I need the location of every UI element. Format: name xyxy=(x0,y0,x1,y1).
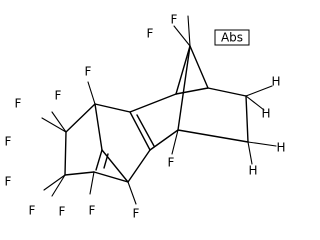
molecule-diagram: F F Abs F F F F F F F F F F H H H H xyxy=(5,13,286,221)
bond xyxy=(127,149,151,183)
atom-label-h: H xyxy=(271,75,280,89)
bond xyxy=(64,171,95,176)
bond xyxy=(187,15,191,47)
bond xyxy=(103,153,109,169)
bond xyxy=(129,93,177,113)
atom-label-f: F xyxy=(15,97,22,111)
atom-label-f: F xyxy=(89,204,96,218)
atom-label-f: F xyxy=(29,204,36,218)
bond xyxy=(51,174,66,197)
abs-stereo-label: Abs xyxy=(221,31,243,45)
bond xyxy=(129,111,151,151)
atom-label-f: F xyxy=(147,27,154,41)
bond xyxy=(64,131,67,176)
atom-label-f: F xyxy=(133,207,140,221)
bond xyxy=(65,103,96,133)
atom-label-f: F xyxy=(85,65,92,79)
bond xyxy=(175,87,209,95)
atom-label-f: F xyxy=(168,156,175,170)
bond xyxy=(87,81,96,105)
bond xyxy=(136,114,155,147)
bond xyxy=(51,111,67,133)
bond xyxy=(93,171,129,183)
bond xyxy=(245,85,273,97)
bond xyxy=(149,129,179,151)
bond xyxy=(171,129,179,155)
bond xyxy=(177,129,249,143)
atom-label-h: H xyxy=(261,107,270,121)
atom-label-f: F xyxy=(171,13,178,27)
atom-label-h: H xyxy=(276,141,285,155)
atom-labels: F F Abs F F F F F F F F F F H H H H xyxy=(5,13,286,221)
bond xyxy=(41,117,67,133)
bond-lines xyxy=(41,15,277,205)
bond xyxy=(43,174,66,191)
bond xyxy=(245,95,265,111)
atom-label-f: F xyxy=(5,175,12,189)
atom-label-h: H xyxy=(248,164,257,178)
bond xyxy=(127,181,137,205)
bond xyxy=(207,87,247,97)
atom-label-f: F xyxy=(55,89,62,103)
bond xyxy=(177,45,191,131)
bond xyxy=(175,45,191,95)
atom-label-f: F xyxy=(5,135,12,149)
bond xyxy=(247,141,253,165)
abs-stereo-box xyxy=(214,29,250,46)
bond xyxy=(189,45,209,89)
chemical-structure-canvas: F F Abs F F F F F F F F F F H H H H xyxy=(5,13,286,221)
bond xyxy=(245,95,249,143)
bond xyxy=(247,141,277,147)
bond xyxy=(89,171,95,195)
atom-label-f: F xyxy=(59,205,66,219)
bond xyxy=(94,103,103,151)
bond xyxy=(94,103,131,113)
bond xyxy=(95,149,103,171)
bond xyxy=(101,149,129,183)
bond xyxy=(173,25,191,47)
